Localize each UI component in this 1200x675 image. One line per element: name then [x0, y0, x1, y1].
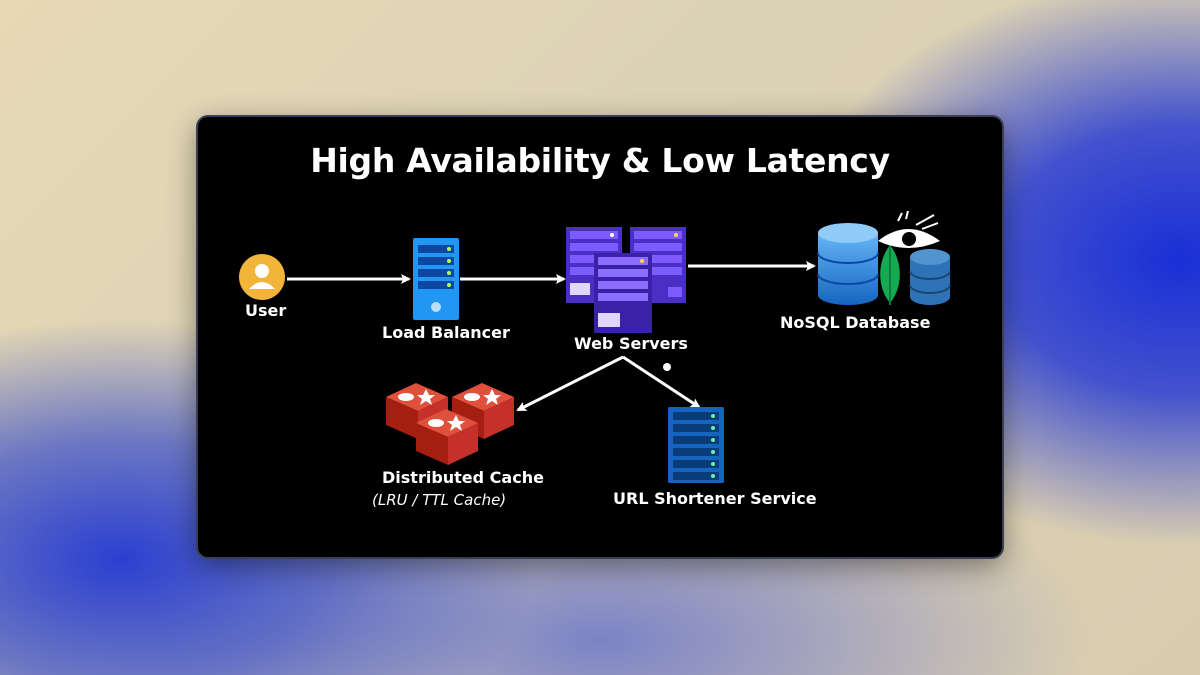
cursor-dot — [663, 363, 671, 371]
dynamodb-icon — [909, 249, 951, 305]
node-label-web-servers: Web Servers — [574, 334, 688, 353]
edge-web-servers-to-cache — [516, 355, 624, 412]
cassandra-eye-icon — [878, 210, 940, 248]
architecture-diagram — [239, 210, 951, 483]
mongodb-leaf-icon — [880, 245, 900, 305]
node-label-nosql-database: NoSQL Database — [780, 313, 931, 332]
database-icon — [817, 223, 879, 305]
node-sublabel-distributed-cache: (LRU / TTL Cache) — [372, 491, 507, 509]
node-label-user: User — [245, 301, 287, 320]
node-label-distributed-cache: Distributed Cache — [382, 468, 544, 487]
user-avatar-icon — [239, 254, 285, 300]
redis-icon — [386, 383, 514, 465]
web-servers-cluster-icon — [566, 227, 686, 333]
url-service-server-icon — [668, 407, 724, 483]
edge-web-servers-to-url-service — [622, 355, 701, 409]
diagram-title: High Availability & Low Latency — [310, 141, 890, 180]
slide-screen: High Availability & Low Latency — [198, 117, 1002, 557]
node-label-load-balancer: Load Balancer — [382, 323, 510, 342]
node-label-url-shortener: URL Shortener Service — [613, 489, 817, 508]
load-balancer-server-icon — [413, 238, 459, 320]
